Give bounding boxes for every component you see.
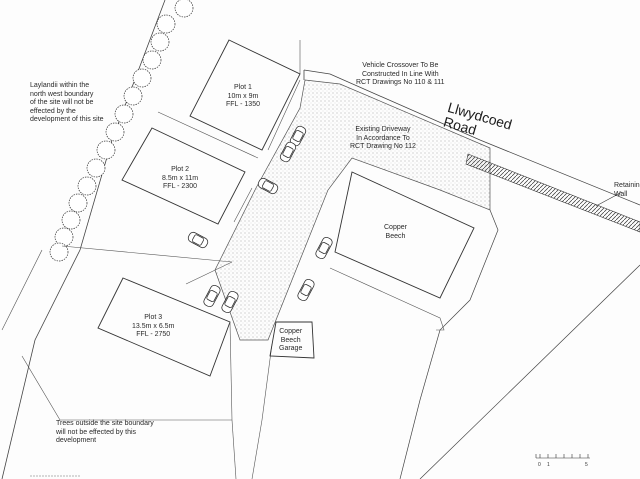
plot-2-size: 8.5m x 11m xyxy=(162,174,199,182)
plot-3-outline xyxy=(97,277,231,377)
scale-label-1: 1 xyxy=(547,462,550,468)
retaining-wall-leader xyxy=(595,191,623,207)
copper-beech-curtilage xyxy=(329,267,445,331)
plot-1-outline xyxy=(189,39,301,151)
vehicle-crossover-note: Vehicle Crossover To Be Constructed In L… xyxy=(356,62,445,87)
leylandii-note: Laylandii within the north west boundary… xyxy=(30,82,104,124)
east-boundary xyxy=(399,209,499,479)
east-boundary-far xyxy=(419,264,640,479)
copper-beech-house xyxy=(334,171,475,299)
plot-1-label: Plot 1 10m x 9m FFL - 1350 xyxy=(226,84,260,110)
plot-2-ffl: FFL - 2300 xyxy=(163,183,198,191)
copper-beech-label: Copper Beech xyxy=(384,224,407,240)
plot-2-name: Plot 2 xyxy=(171,166,189,173)
road-edge xyxy=(303,69,640,206)
copper-beech-garage xyxy=(269,321,315,359)
driveway xyxy=(214,79,491,341)
scale-label-5: 5 xyxy=(585,462,588,468)
leylandii-tree-row xyxy=(49,0,194,262)
plot-1-ffl: FFL - 1350 xyxy=(226,101,260,109)
plot-2-label: Plot 2 8.5m x 11m FFL - 2300 xyxy=(162,166,198,192)
plot-3-ffl: FFL - 2750 xyxy=(136,331,171,339)
scale-label-0: 0 xyxy=(538,462,541,468)
plot-1-size: 10m x 9m xyxy=(227,92,259,100)
garage-label: Copper Beech Garage xyxy=(279,328,303,353)
scale-bar xyxy=(535,454,590,459)
retaining-wall-label: Retaining Wall xyxy=(614,182,640,198)
plot-3-label: Plot 3 13.5m x 6.5m FFL - 2750 xyxy=(132,314,174,340)
existing-driveway-note: Existing Driveway In Accordance To RCT D… xyxy=(350,126,416,151)
plot-boundaries xyxy=(21,40,301,479)
plot-3-name: Plot 3 xyxy=(144,314,163,321)
retaining-wall xyxy=(465,153,640,233)
parked-cars xyxy=(187,125,333,314)
plot-1-name: Plot 1 xyxy=(234,84,252,91)
trees-outside-note: Trees outside the site boundary will not… xyxy=(56,420,154,445)
boundary-outer-line xyxy=(1,249,43,331)
plot-2-outline xyxy=(121,127,246,225)
plot-3-size: 13.5m x 6.5m xyxy=(132,322,175,330)
